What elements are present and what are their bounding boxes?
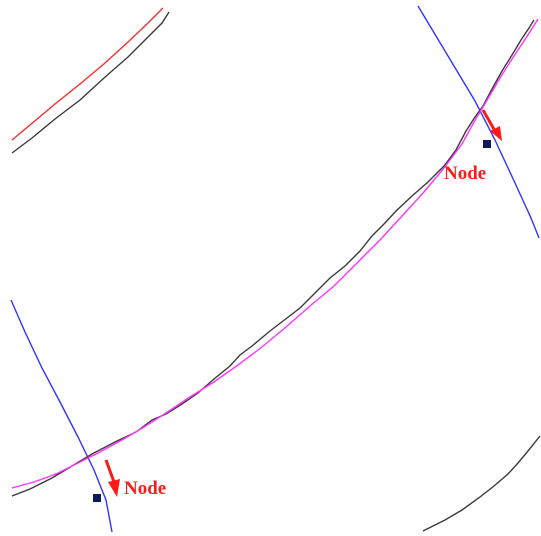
blue-line-top-right xyxy=(417,5,540,239)
arrow-bottom-shaft xyxy=(104,459,116,483)
node-label-top: Node xyxy=(444,163,486,184)
arrow-top-shaft xyxy=(481,109,497,132)
arrow-top-head xyxy=(490,126,502,141)
black-line-top-left xyxy=(11,11,170,154)
black-line-bottom-right xyxy=(422,435,541,532)
node-label-bottom: Node xyxy=(124,478,166,499)
arrow-bottom-head xyxy=(108,479,120,497)
arrow-bottom xyxy=(104,459,120,497)
blue-line-bottom-left xyxy=(10,299,113,533)
red-line-top-left xyxy=(11,7,164,141)
magenta-line-main xyxy=(11,18,539,489)
node-marker-bottom xyxy=(93,494,101,502)
arrow-top xyxy=(481,109,502,141)
node-marker-top xyxy=(483,140,491,148)
